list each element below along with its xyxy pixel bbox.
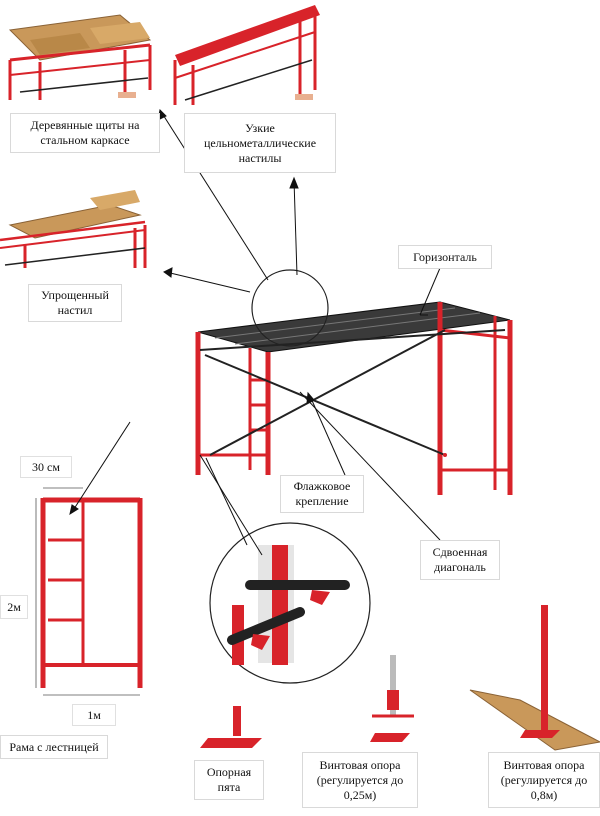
ladder-frame-illustration	[35, 487, 143, 696]
dim-height: 2м	[0, 595, 28, 619]
label-frame-with-ladder: Рама с лестницей	[0, 735, 108, 759]
label-horizontal: Горизонталь	[398, 245, 492, 269]
label-screw-jack-long: Винтовая опора (регулируется до 0,8м)	[488, 752, 600, 808]
deck-zoom-circle	[251, 269, 329, 347]
base-plate-illustration	[200, 706, 262, 748]
label-base-plate: Опорная пята	[194, 760, 264, 800]
label-simplified-deck: Упрощенный настил	[28, 284, 122, 322]
label-double-diagonal: Сдвоенная диагональ	[420, 540, 500, 580]
simplified-deck-illustration	[0, 190, 147, 268]
long-jack-illustration	[469, 605, 600, 751]
wood-panel-illustration	[8, 14, 152, 100]
label-screw-jack-short: Винтовая опора (регулируется до 0,25м)	[302, 752, 418, 808]
label-narrow-decks: Узкие цельнометаллические настилы	[184, 113, 336, 173]
dim-width-top: 30 см	[20, 456, 72, 478]
leader-lines	[69, 108, 441, 556]
flag-fitting-zoom	[209, 522, 371, 684]
main-scaffold	[195, 301, 513, 495]
short-jack-illustration	[370, 655, 414, 742]
label-wood-panels: Деревянные щиты на стальном каркасе	[10, 113, 160, 153]
metal-deck-illustration	[173, 5, 320, 105]
label-flag-mount: Флажковое крепление	[280, 475, 364, 513]
dim-width-bottom: 1м	[72, 704, 116, 726]
